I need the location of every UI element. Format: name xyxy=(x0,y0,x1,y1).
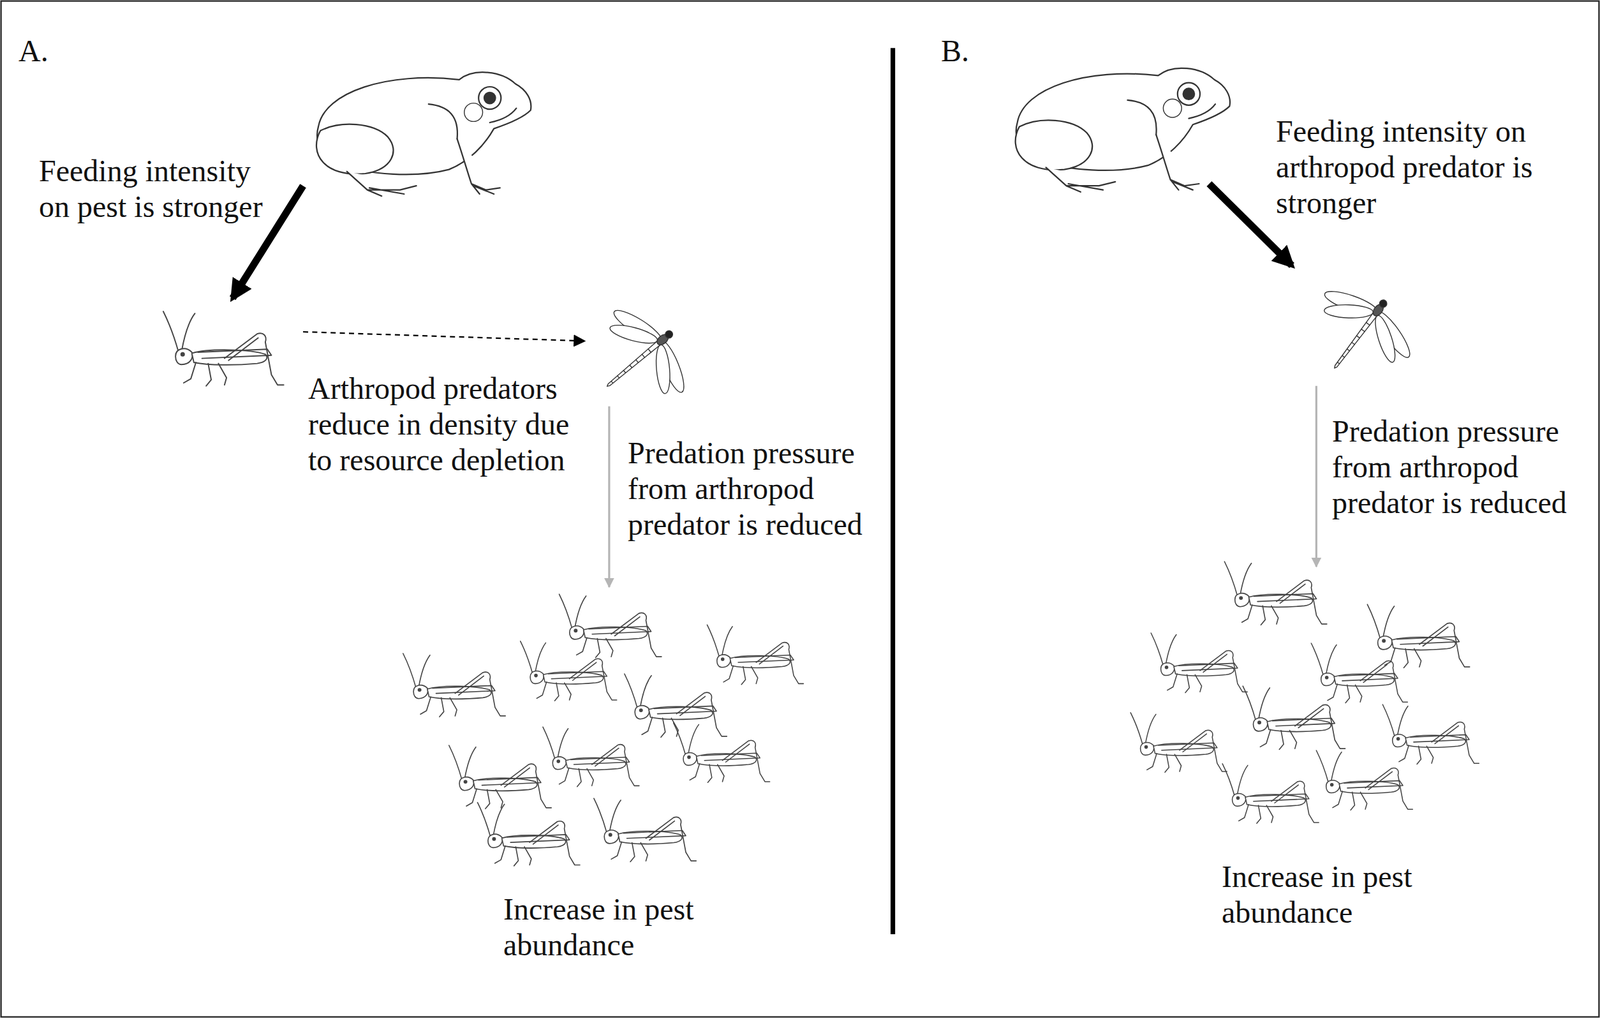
predation-arrow xyxy=(1315,385,1318,567)
annotation: Arthropod predators reduce in density du… xyxy=(308,370,583,478)
annotation: Predation pressure from arthropod predat… xyxy=(627,435,878,543)
panel-letter: B. xyxy=(940,33,1018,69)
annotation: Feeding intensity on pest is stronger xyxy=(38,153,279,225)
outcome-label: Increase in pest abundance xyxy=(503,891,714,963)
annotation: Feeding intensity on arthropod predator … xyxy=(1275,113,1546,221)
annotation: Predation pressure from arthropod predat… xyxy=(1332,413,1583,521)
panel-letter: A. xyxy=(18,33,96,69)
grasshopper-swarm xyxy=(403,593,804,866)
dashed-arrow xyxy=(303,331,585,341)
frog-illustration xyxy=(316,72,531,196)
dragonfly-illustration xyxy=(571,289,707,429)
frog-illustration xyxy=(1015,68,1230,193)
outcome-label: Increase in pest abundance xyxy=(1221,858,1433,931)
dragonfly-illustration xyxy=(1290,267,1430,401)
grasshopper-swarm xyxy=(1130,561,1479,823)
predation-arrow xyxy=(607,406,610,587)
grasshopper-illustration xyxy=(163,311,284,386)
panel-divider xyxy=(890,47,896,934)
